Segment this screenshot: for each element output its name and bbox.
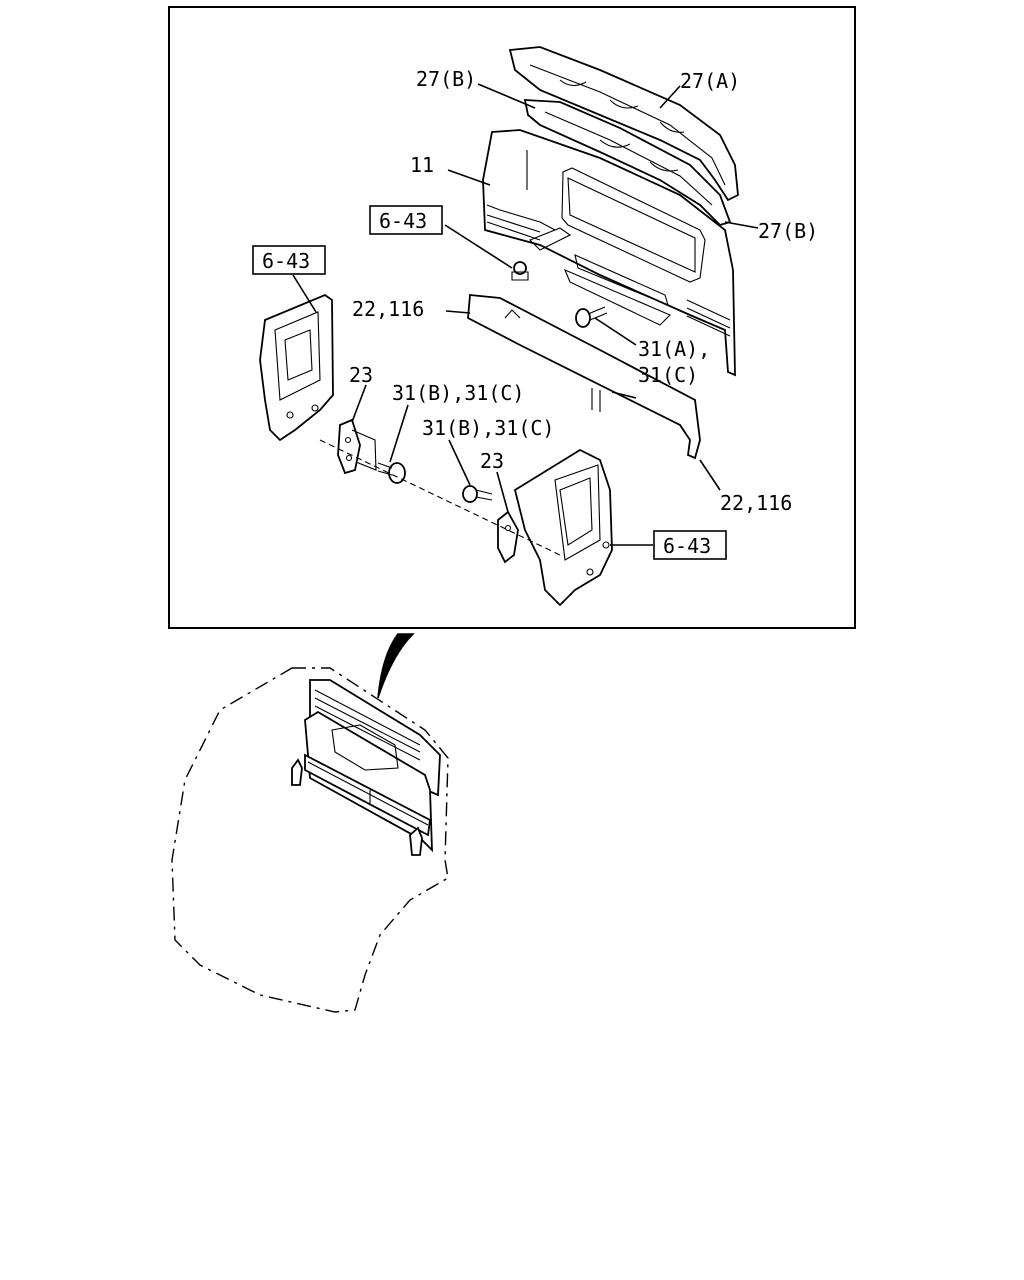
label-22-116-bottom: 22,116 — [720, 491, 792, 515]
push-fastener-31a — [575, 306, 608, 328]
label-ref-6-43-left: 6-43 — [262, 249, 310, 273]
leader-lines — [292, 83, 759, 556]
label-31bc-right: 31(B),31(C) — [422, 416, 554, 440]
part-23-hinge-right — [497, 510, 519, 564]
fastener-left-31bc — [377, 462, 406, 484]
label-27a: 27(A) — [680, 69, 740, 93]
part-11-rear-panel — [482, 129, 736, 377]
ref-box-6-43-left — [252, 245, 326, 275]
label-ref-6-43-mid: 6-43 — [379, 209, 427, 233]
label-11: 11 — [410, 153, 434, 177]
part-right-bracket — [513, 448, 613, 607]
label-22-116-top: 22,116 — [352, 297, 424, 321]
callout-pointer — [377, 633, 415, 699]
ref-box-6-43-mid — [369, 205, 443, 235]
label-23-left: 23 — [349, 363, 373, 387]
part-23-hinge-left — [337, 418, 377, 475]
label-31c: 31(C) — [638, 363, 698, 387]
cab-overview — [171, 667, 449, 1013]
label-ref-6-43-right: 6-43 — [663, 534, 711, 558]
part-27-weatherstrip — [508, 46, 739, 227]
label-27b-top: 27(B) — [416, 67, 476, 91]
clip-fastener-mid — [511, 261, 529, 281]
label-23-right: 23 — [480, 449, 504, 473]
label-27b-right: 27(B) — [758, 219, 818, 243]
ref-box-6-43-right — [653, 530, 727, 560]
part-left-bracket — [259, 293, 334, 442]
diagram-frame — [168, 6, 856, 629]
label-31a: 31(A), — [638, 337, 710, 361]
label-31bc-left: 31(B),31(C) — [392, 381, 524, 405]
part-22-116-trim — [467, 294, 701, 460]
fastener-right-31bc — [462, 485, 493, 503]
